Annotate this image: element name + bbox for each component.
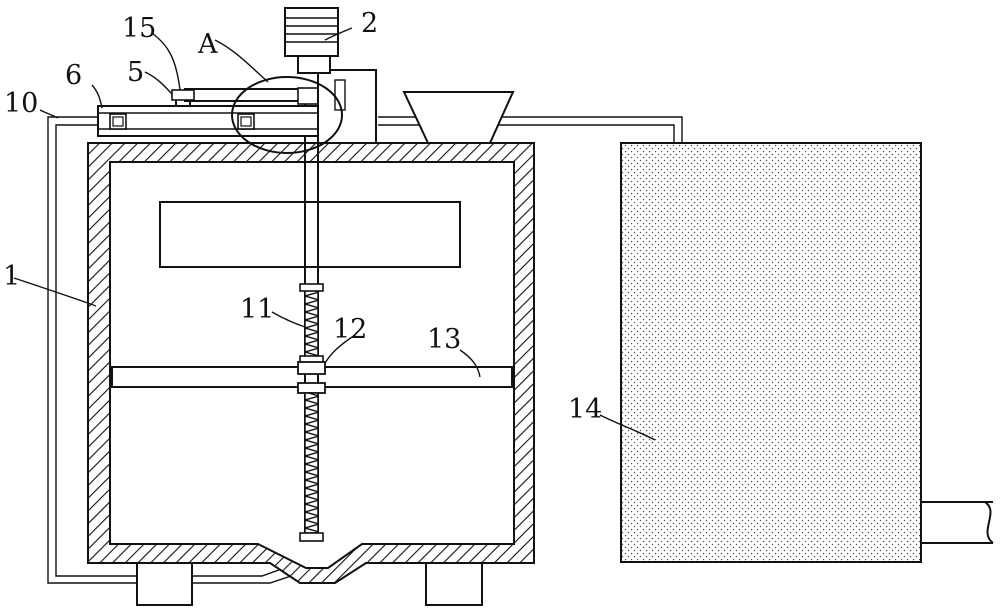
label-11: 11 [240,294,274,325]
stirring-blade [159,201,461,268]
right-foot [425,562,483,606]
label-13: 13 [427,324,461,355]
label-14: 14 [568,394,602,425]
label-12: 12 [333,314,367,345]
label-5: 5 [127,57,144,88]
left-foot [136,562,193,606]
storage-tank [620,142,922,563]
label-6: 6 [65,60,82,91]
label-10: 10 [4,88,38,119]
detail-a-circle [231,76,343,154]
nut [297,361,326,375]
feed-hopper [402,91,515,144]
label-1: 1 [3,261,20,292]
label-15: 15 [122,13,156,44]
label-2: 2 [361,8,378,39]
leader-lines [13,27,656,441]
outlet-pipe [921,501,994,544]
drive-assembly [97,7,377,144]
label-A: A [197,29,218,60]
screw-upper [304,287,319,361]
screw-lower [304,392,319,534]
